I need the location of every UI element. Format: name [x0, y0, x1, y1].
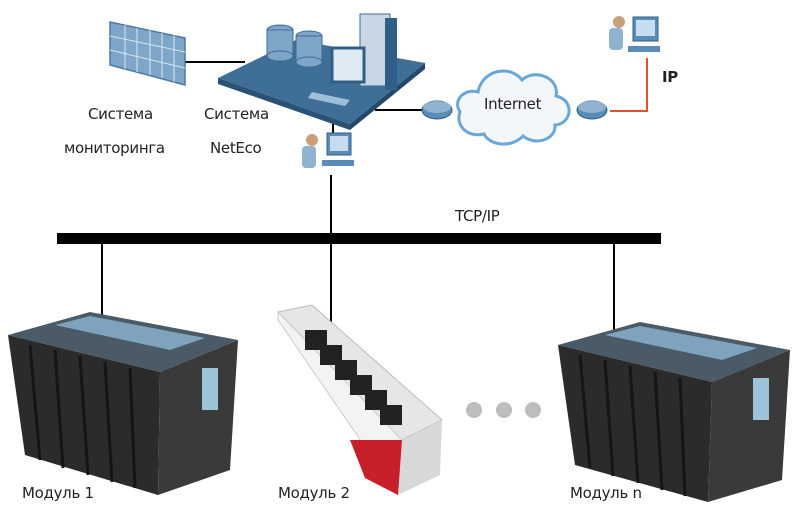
- module1-rack-icon: [8, 312, 238, 495]
- video-wall-icon: [109, 21, 186, 86]
- module1-label: Модуль 1: [22, 484, 94, 502]
- ip-label: IP: [662, 68, 678, 86]
- tcp-ip-bus: [57, 233, 661, 244]
- module2-container-icon: [277, 304, 443, 497]
- router-right-icon: [576, 100, 608, 120]
- remote-operator-icon: [609, 16, 660, 52]
- neteco-label-line2: NetEco: [210, 139, 262, 157]
- router-left-icon: [421, 100, 453, 120]
- monitoring-label-line2: мониторинга: [64, 139, 165, 157]
- ip-link: [610, 58, 648, 112]
- module2-label: Модуль 2: [278, 484, 350, 502]
- bus-label: TCP/IP: [455, 207, 500, 225]
- modulen-label: Модуль n: [570, 484, 642, 502]
- modulen-rack-icon: [558, 322, 790, 502]
- internet-cloud-icon: [456, 69, 571, 146]
- monitoring-label-line1: Система: [88, 105, 153, 123]
- neteco-server-icon: [218, 13, 425, 130]
- more-modules-ellipsis: [466, 402, 541, 418]
- operator-workstation-icon: [302, 132, 354, 168]
- neteco-label-line1: Система: [204, 105, 269, 123]
- internet-label: Internet: [484, 95, 542, 113]
